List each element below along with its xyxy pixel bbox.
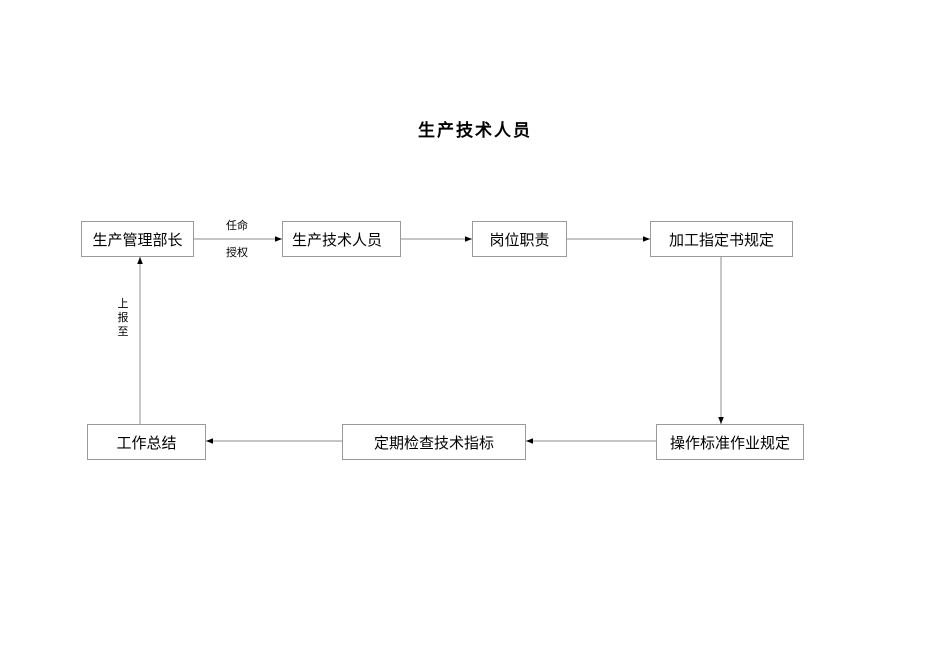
node-standards: 操作标准作业规定 [656,424,804,460]
node-standards-label: 操作标准作业规定 [669,433,790,452]
node-summary-label: 工作总结 [116,433,177,452]
node-tech-staff-label: 生产技术人员 [292,230,383,249]
node-minister: 生产管理部长 [81,221,194,257]
node-duties-label: 岗位职责 [489,230,550,249]
node-inspection-label: 定期检查技术指标 [373,433,494,452]
node-minister-label: 生产管理部长 [92,230,183,249]
edge-label-authorize: 授权 [226,246,248,259]
diagram-title: 生产技术人员 [418,121,532,141]
edge-label-report-to: 上报至 [117,297,129,338]
node-tech-staff: 生产技术人员 [282,221,401,257]
node-inspection: 定期检查技术指标 [342,424,526,460]
node-instructions: 加工指定书规定 [650,221,793,257]
node-instructions-label: 加工指定书规定 [668,230,774,249]
node-summary: 工作总结 [87,424,206,460]
node-duties: 岗位职责 [472,221,567,257]
edge-label-appoint: 任命 [226,219,248,232]
